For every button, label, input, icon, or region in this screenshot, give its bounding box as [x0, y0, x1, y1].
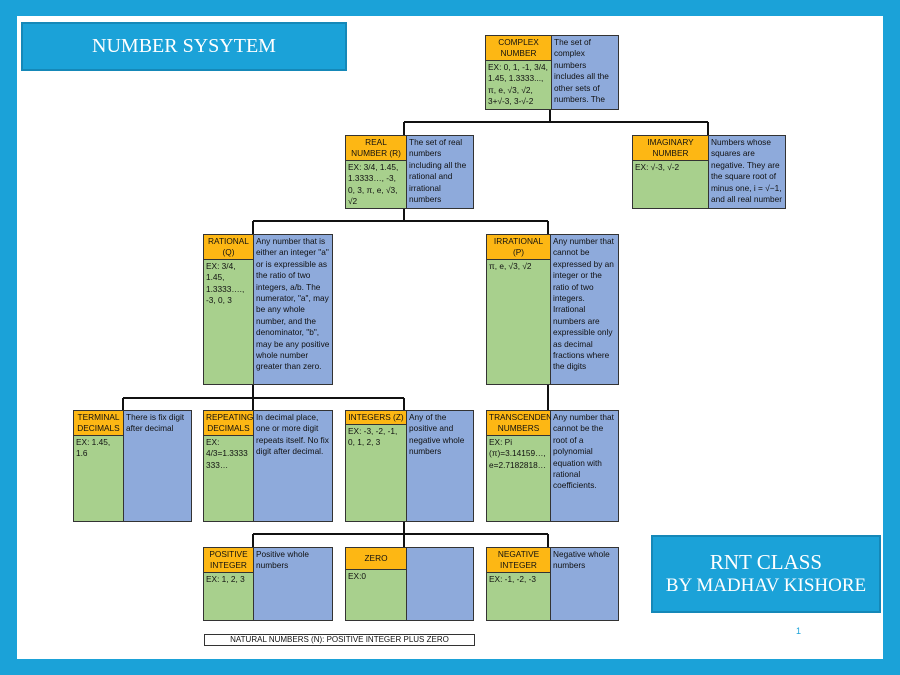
node-example: EX: 0, 1, -1, 3/4, 1.45, 1.3333..., π, e…	[486, 61, 551, 109]
node-example: EX: -3, -2, -1, 0, 1, 2, 3	[346, 425, 406, 521]
node-label: NEGATIVE INTEGER	[487, 548, 550, 573]
node-example: EX: 4/3=1.3333333…	[204, 436, 253, 521]
title-banner: NUMBER SYSYTEM	[21, 22, 347, 71]
node-example: EX: 1, 2, 3	[204, 573, 253, 620]
node-example: EX: 3/4, 1.45, 1.3333…., -3, 0, 3	[204, 260, 253, 384]
node-description: Any number that cannot be expressed by a…	[551, 235, 618, 384]
node-label: INTEGERS (Z)	[346, 411, 406, 425]
node-description: There is fix digit after decimal	[124, 411, 191, 521]
credit-banner: RNT CLASS BY MADHAV KISHORE	[651, 535, 881, 613]
node-irrational: IRRATIONAL (P) π, e, √3, √2 Any number t…	[486, 234, 619, 385]
node-repeating-decimals: REPEATING DECIMALS EX: 4/3=1.3333333… In…	[203, 410, 333, 522]
node-negative-integer: NEGATIVE INTEGER EX: -1, -2, -3 Negative…	[486, 547, 619, 621]
node-imaginary-number: IMAGINARY NUMBER EX: √-3, √-2 Numbers wh…	[632, 135, 786, 209]
connector-rational	[122, 385, 405, 410]
node-complex-number: COMPLEX NUMBER EX: 0, 1, -1, 3/4, 1.45, …	[485, 35, 619, 110]
node-zero: ZERO EX:0	[345, 547, 474, 621]
node-description: Positive whole numbers	[254, 548, 332, 620]
node-label: IRRATIONAL (P)	[487, 235, 550, 260]
node-example: π, e, √3, √2	[487, 260, 550, 384]
node-description: Any of the positive and negative whole n…	[407, 411, 473, 521]
node-description: Any number that cannot be the root of a …	[551, 411, 618, 521]
node-label: RATIONAL (Q)	[204, 235, 253, 260]
node-description: The set of complex numbers includes all …	[552, 36, 618, 109]
node-example: EX: 3/4, 1.45, 1.3333…, -3, 0, 3, π, e, …	[346, 161, 406, 208]
node-real-number: REAL NUMBER (R) EX: 3/4, 1.45, 1.3333…, …	[345, 135, 474, 209]
node-example: EX: √-3, √-2	[633, 161, 708, 208]
connector-integers	[252, 522, 549, 547]
node-label: ZERO	[346, 548, 406, 570]
node-label: TRANSCENDENTAL NUMBERS	[487, 411, 567, 436]
node-example: EX: 1.45, 1.6	[74, 436, 123, 521]
node-description: In decimal place, one or more digit repe…	[254, 411, 332, 521]
connector-complex	[403, 110, 709, 135]
node-terminal-decimals: TERMINAL DECIMALS EX: 1.45, 1.6 There is…	[73, 410, 192, 522]
node-description: Any number that is either an integer "a"…	[254, 235, 332, 384]
node-positive-integer: POSITIVE INTEGER EX: 1, 2, 3 Positive wh…	[203, 547, 333, 621]
natural-numbers-note: NATURAL NUMBERS (N): POSITIVE INTEGER PL…	[204, 634, 475, 646]
node-transcendental-numbers: TRANSCENDENTAL NUMBERS EX: Pi (π)=3.1415…	[486, 410, 619, 522]
credit-line-1: RNT CLASS	[709, 550, 823, 574]
node-description: Negative whole numbers	[551, 548, 618, 620]
node-label: IMAGINARY NUMBER	[633, 136, 708, 161]
node-example: EX: Pi (π)=3.14159…, e=2.7182818…	[487, 436, 550, 521]
node-example: EX:0	[346, 570, 406, 620]
node-label: REAL NUMBER (R)	[346, 136, 406, 161]
credit-line-2: BY MADHAV KISHORE	[665, 575, 867, 596]
page-title: NUMBER SYSYTEM	[92, 35, 276, 57]
node-example: EX: -1, -2, -3	[487, 573, 550, 620]
node-label: REPEATING DECIMALS	[204, 411, 253, 436]
node-description: Numbers whose squares are negative. They…	[709, 136, 785, 208]
page-number: 1	[796, 626, 802, 636]
node-rational: RATIONAL (Q) EX: 3/4, 1.45, 1.3333…., -3…	[203, 234, 333, 385]
node-label: POSITIVE INTEGER	[204, 548, 253, 573]
node-description	[407, 548, 473, 620]
node-label: TERMINAL DECIMALS	[74, 411, 123, 436]
connector-real	[252, 209, 549, 234]
node-description: The set of real numbers including all th…	[407, 136, 473, 208]
node-integers: INTEGERS (Z) EX: -3, -2, -1, 0, 1, 2, 3 …	[345, 410, 474, 522]
node-label: COMPLEX NUMBER	[486, 36, 551, 61]
